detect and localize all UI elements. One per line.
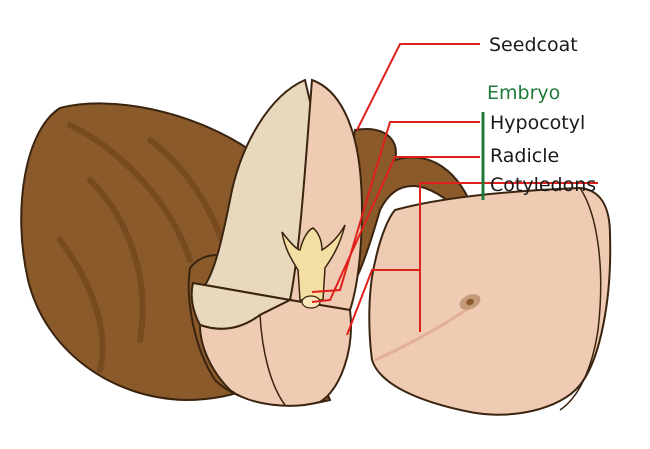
cotyledon-seam — [259, 314, 286, 406]
leader-lines — [311, 43, 598, 336]
label-cotyledons: Cotyledons — [490, 174, 596, 196]
cotyledon-right-edge — [559, 187, 602, 411]
leader-hypocotyl — [311, 121, 480, 293]
embryo-shape — [281, 224, 346, 301]
label-hypocotyl: Hypocotyl — [490, 112, 585, 134]
cotyledon-lower-front — [198, 298, 352, 407]
label-radicle: Radicle — [490, 145, 559, 167]
leader-seedcoat — [356, 43, 480, 131]
seed-texture — [57, 122, 233, 373]
leader-radicle — [311, 156, 480, 303]
label-embryo: Embryo — [487, 82, 560, 104]
label-seedcoat: Seedcoat — [489, 34, 578, 56]
leader-cotyledons-branch — [346, 269, 420, 336]
cotyledon-right — [368, 186, 612, 416]
leader-cotyledons — [419, 182, 598, 332]
